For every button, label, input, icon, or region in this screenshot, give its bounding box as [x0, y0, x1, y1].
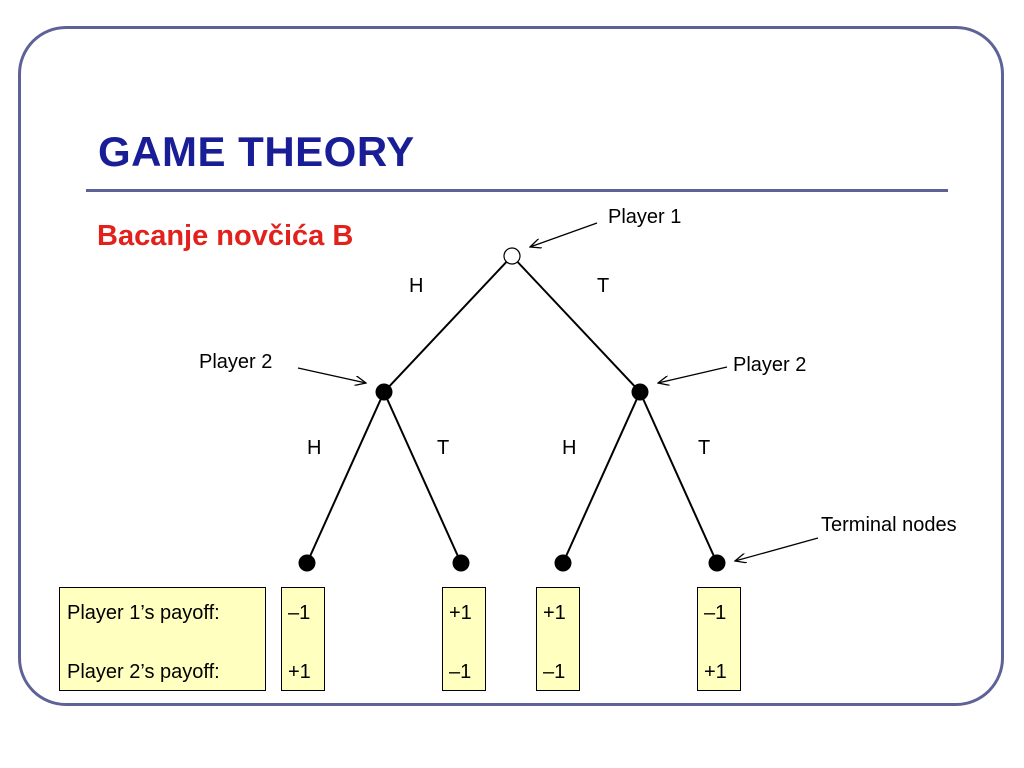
slide-frame [18, 26, 1004, 706]
player2-right-arrow [658, 366, 728, 383]
edge-right-h [562, 391, 641, 564]
move-label-left-h: H [307, 437, 322, 459]
terminal-node-2 [452, 554, 470, 572]
payoff-box-outcome-2: +1 –1 [442, 587, 486, 691]
root-node [503, 247, 521, 265]
edge-right-t [639, 391, 718, 564]
payoff-row-labels-box: Player 1’s payoff: Player 2’s payoff: [59, 587, 266, 691]
player2-left-node [375, 383, 393, 401]
payoff-box-outcome-3: +1 –1 [536, 587, 580, 691]
terminal-nodes-label: Terminal nodes [821, 514, 957, 536]
payoff-box-outcome-1: –1 +1 [281, 587, 325, 691]
edge-root-h [383, 255, 513, 393]
slide-title: GAME THEORY [98, 128, 415, 175]
move-label-left-t: T [437, 437, 450, 459]
payoff-p1-outcome-3: +1 [543, 602, 566, 624]
player1-label: Player 1 [608, 206, 682, 228]
payoff-p2-outcome-2: –1 [449, 661, 472, 683]
payoff-p2-outcome-1: +1 [288, 661, 311, 683]
edge-left-h [306, 391, 385, 564]
edge-root-t [511, 255, 641, 393]
player2-right-label: Player 2 [733, 354, 807, 376]
player2-payoff-label: Player 2’s payoff: [67, 661, 220, 683]
move-label-root-h: H [409, 275, 424, 297]
slide-subtitle: Bacanje novčića B [97, 220, 354, 252]
payoff-p1-outcome-1: –1 [288, 602, 311, 624]
payoff-box-outcome-4: –1 +1 [697, 587, 741, 691]
player2-left-label: Player 2 [199, 351, 273, 373]
payoff-p1-outcome-2: +1 [449, 602, 472, 624]
player1-arrow [530, 222, 598, 247]
terminal-nodes-arrow [735, 537, 819, 561]
player1-payoff-label: Player 1’s payoff: [67, 602, 220, 624]
payoff-p1-outcome-4: –1 [704, 602, 727, 624]
terminal-node-1 [298, 554, 316, 572]
player2-left-arrow [297, 367, 366, 383]
terminal-node-3 [554, 554, 572, 572]
move-label-right-t: T [698, 437, 711, 459]
payoff-p2-outcome-4: +1 [704, 661, 727, 683]
title-divider [86, 189, 948, 192]
edge-left-t [383, 391, 462, 564]
move-label-right-h: H [562, 437, 577, 459]
terminal-node-4 [708, 554, 726, 572]
payoff-p2-outcome-3: –1 [543, 661, 566, 683]
player2-right-node [631, 383, 649, 401]
move-label-root-t: T [597, 275, 610, 297]
